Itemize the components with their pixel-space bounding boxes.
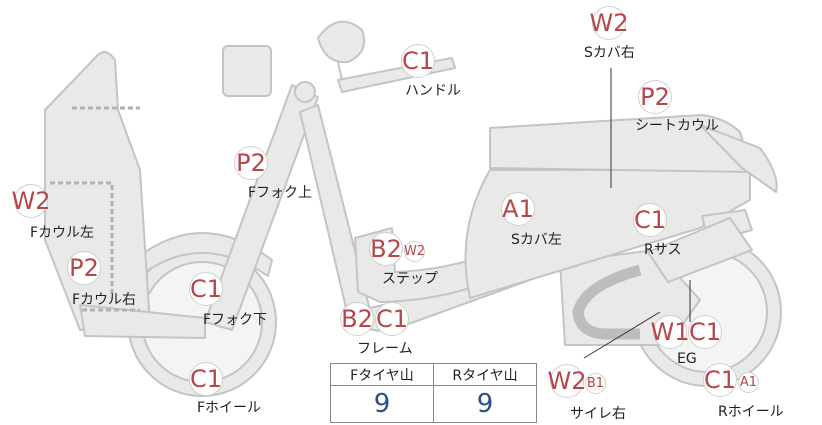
- grade-fcowl-right: P2: [67, 251, 101, 285]
- grade-rwheel: C1 A1: [703, 363, 759, 397]
- grade-badge: B2: [340, 302, 374, 336]
- front-tread-value: 9: [330, 385, 434, 423]
- label-rwheel: Rホイール: [718, 404, 784, 420]
- grade-ffork-upper: P2: [234, 146, 268, 180]
- headlight: [222, 45, 272, 97]
- label-handle: ハンドル: [405, 83, 461, 99]
- label-muffler-right: サイレ右: [570, 406, 626, 422]
- grade-frame: B2 C1: [340, 302, 409, 336]
- grade-scover-right: W2: [590, 6, 629, 40]
- grade-badge: P2: [638, 80, 672, 114]
- label-eg: EG: [677, 351, 697, 367]
- mirror-stem: [337, 61, 343, 81]
- cowl-seam-mid: [50, 181, 114, 298]
- grade-badge-small: A1: [738, 371, 759, 393]
- grade-badge: C1: [688, 315, 722, 349]
- rear-tread-header: Rタイヤ山: [433, 363, 537, 386]
- label-ffork-upper: Fフォク上: [248, 185, 313, 201]
- grade-muffler-right: W2 B1: [548, 364, 606, 398]
- grade-badge: C1: [189, 362, 223, 396]
- label-fcowl-left: Fカウル左: [30, 225, 95, 241]
- grade-badge: C1: [703, 363, 737, 397]
- grade-handle: C1: [401, 44, 435, 78]
- grade-badge: P2: [67, 251, 101, 285]
- grade-badge: C1: [633, 203, 667, 237]
- grade-rsus: C1: [633, 203, 667, 237]
- grade-badge: W2: [548, 364, 587, 398]
- tire-tread-table: Fタイヤ山 Rタイヤ山 9 9: [330, 363, 537, 423]
- label-frame: フレーム: [357, 341, 413, 357]
- label-fcowl-right: Fカウル右: [72, 292, 137, 308]
- label-step: ステップ: [382, 271, 438, 287]
- grade-badge-small: W2: [404, 240, 425, 262]
- grade-badge: C1: [189, 272, 223, 306]
- grade-badge: C1: [401, 44, 435, 78]
- label-fwheel: Fホイール: [197, 400, 262, 416]
- label-rsus: Rサス: [644, 242, 682, 258]
- grade-badge: W2: [590, 6, 629, 40]
- leader-muffler: [583, 311, 661, 359]
- grade-badge: B2: [369, 232, 403, 266]
- front-tread-header: Fタイヤ山: [330, 363, 434, 386]
- tread-header-row: Fタイヤ山 Rタイヤ山: [330, 363, 537, 386]
- grade-step: B2 W2: [369, 232, 425, 266]
- grade-fwheel: C1: [189, 362, 223, 396]
- grade-scover-left: A1: [501, 192, 535, 226]
- label-scover-left: Sカバ左: [511, 232, 562, 248]
- grade-badge: W2: [12, 184, 51, 218]
- grade-seat-cowl: P2: [638, 80, 672, 114]
- side-cover-body: [464, 169, 751, 299]
- rear-tread-value: 9: [433, 385, 537, 423]
- grade-badge: C1: [375, 302, 409, 336]
- mirror: [317, 20, 366, 64]
- grade-ffork-lower: C1: [189, 272, 223, 306]
- grade-badge: A1: [501, 192, 535, 226]
- exhaust-pipe: [572, 264, 642, 340]
- fork-top: [294, 81, 316, 103]
- tread-value-row: 9 9: [330, 385, 537, 423]
- rear-shock: [647, 217, 753, 283]
- grade-badge: W1: [651, 315, 690, 349]
- front-cowl-lower: [79, 304, 206, 339]
- grade-fcowl-left: W2: [12, 184, 51, 218]
- rear-cowl: [699, 124, 778, 193]
- grade-badge: P2: [234, 146, 268, 180]
- grade-eg: W1 C1: [651, 315, 722, 349]
- label-seat-cowl: シートカウル: [635, 118, 719, 134]
- grade-badge-small: B1: [585, 372, 606, 394]
- label-scover-right: Sカバ右: [584, 45, 635, 61]
- label-ffork-lower: Fフォク下: [203, 312, 268, 328]
